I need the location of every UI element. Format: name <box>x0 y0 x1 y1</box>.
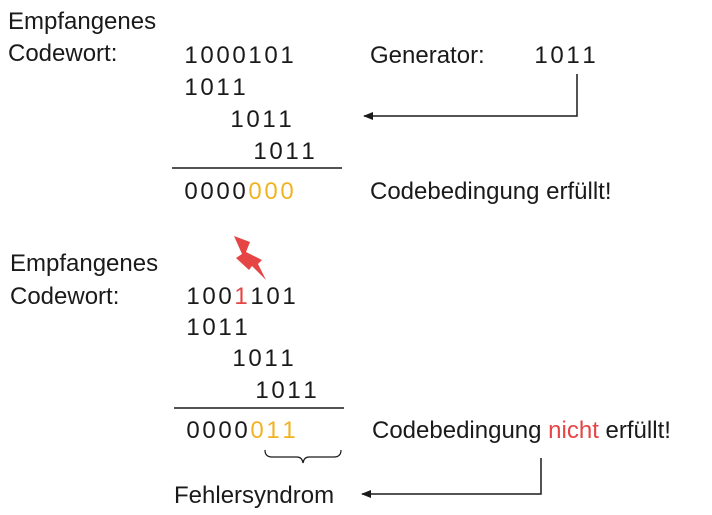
divisor-bit: 1 <box>255 377 269 404</box>
status-suffix: erfüllt! <box>605 417 671 444</box>
example1-label-line1: Empfangenes <box>8 8 157 35</box>
divisor-bit: 1 <box>285 138 299 165</box>
divisor-bit: 1 <box>287 377 301 404</box>
codeword-bit: 1 <box>250 283 264 310</box>
divisor-bit: 1 <box>232 74 246 101</box>
codeword-bit: 1 <box>248 42 262 69</box>
divisor-bit: 1 <box>230 106 244 133</box>
divisor-bit: 1 <box>278 106 292 133</box>
result-remainder-bit: 0 <box>250 417 264 444</box>
divisor-bit: 1 <box>301 138 315 165</box>
codeword-bit: 0 <box>264 42 278 69</box>
result-remainder-bit: 1 <box>266 417 280 444</box>
divisor-bit: 0 <box>269 138 283 165</box>
status-highlight: nicht <box>548 417 599 444</box>
divisor-bit: 0 <box>202 314 216 341</box>
divisor-bit: 0 <box>271 377 285 404</box>
codeword-bit: 0 <box>266 283 280 310</box>
codeword-bit: 0 <box>218 283 232 310</box>
result-bit: 0 <box>234 417 248 444</box>
result-remainder-bit: 0 <box>280 178 294 205</box>
example2-label-line1: Empfangenes <box>10 250 159 277</box>
divisor-bit: 0 <box>246 106 260 133</box>
divisor-bit: 1 <box>264 345 278 372</box>
divisor-bit: 0 <box>248 345 262 372</box>
result-bit: 0 <box>202 417 216 444</box>
divisor-bit: 1 <box>184 74 198 101</box>
example2-label-line2: Codewort: <box>10 283 120 310</box>
result-bit: 0 <box>184 178 198 205</box>
generator-bit: 0 <box>550 42 564 69</box>
generator-bit: 1 <box>566 42 580 69</box>
result-remainder-bit: 1 <box>282 417 296 444</box>
result-bit: 0 <box>186 417 200 444</box>
codeword-bit: 0 <box>216 42 230 69</box>
divisor-bit: 1 <box>280 345 294 372</box>
divisor-bit: 1 <box>303 377 317 404</box>
example2-status: Codebedingung nicht erfüllt! <box>372 417 671 445</box>
codeword-bit: 0 <box>202 283 216 310</box>
divisor-bit: 1 <box>216 74 230 101</box>
divisor-bit: 1 <box>253 138 267 165</box>
example1-status: Codebedingung erfüllt! <box>370 178 612 205</box>
result-remainder-bit: 0 <box>248 178 262 205</box>
divisor-bit: 1 <box>186 314 200 341</box>
example1-generator-label: Generator: <box>370 42 485 69</box>
divisor-bit: 1 <box>234 314 248 341</box>
generator-bit: 1 <box>582 42 596 69</box>
lightning-bolt-icon <box>234 236 266 280</box>
codeword-bit: 1 <box>184 42 198 69</box>
codeword-error-bit: 1 <box>234 283 248 310</box>
result-bit: 0 <box>200 178 214 205</box>
syndrome-arrow <box>361 458 542 498</box>
codeword-bit: 0 <box>200 42 214 69</box>
generator-bit: 1 <box>534 42 548 69</box>
codeword-bit: 0 <box>232 42 246 69</box>
example1-label-line2: Codewort: <box>8 40 118 67</box>
result-remainder-bit: 0 <box>264 178 278 205</box>
divisor-bit: 0 <box>200 74 214 101</box>
example2-syndrome-label: Fehlersyndrom <box>174 482 335 509</box>
status-prefix: Codebedingung <box>372 417 542 444</box>
generator-arrow <box>363 74 578 120</box>
result-bit: 0 <box>232 178 246 205</box>
syndrome-brace <box>264 449 342 464</box>
codeword-bit: 1 <box>280 42 294 69</box>
codeword-bit: 1 <box>282 283 296 310</box>
divisor-bit: 1 <box>262 106 276 133</box>
divisor-bit: 1 <box>218 314 232 341</box>
result-bit: 0 <box>218 417 232 444</box>
result-bit: 0 <box>216 178 230 205</box>
codeword-bit: 1 <box>186 283 200 310</box>
divisor-bit: 1 <box>232 345 246 372</box>
